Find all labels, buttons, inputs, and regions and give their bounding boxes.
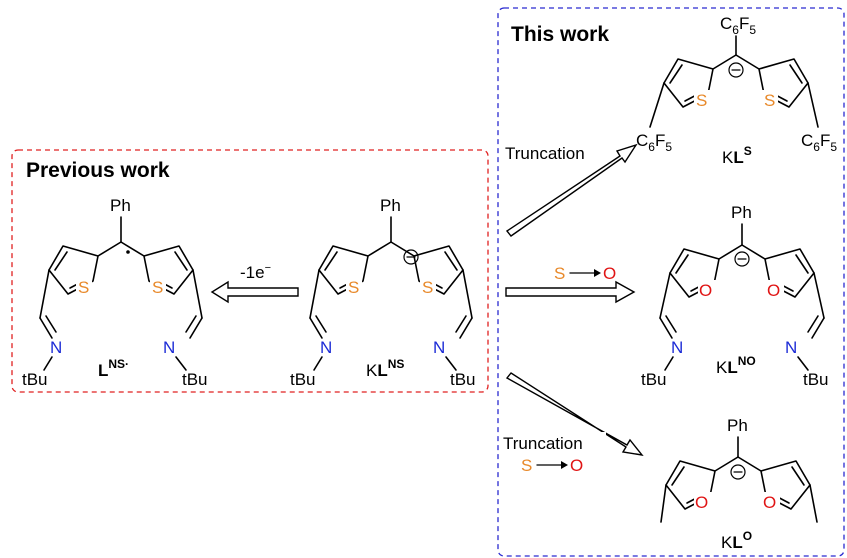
ph-label: Ph bbox=[731, 203, 752, 222]
compound-label-klno: KLNO bbox=[716, 354, 756, 377]
tbu-label: tBu bbox=[641, 370, 667, 389]
sulfur-atom: S bbox=[422, 278, 433, 297]
this-work-title: This work bbox=[511, 23, 609, 46]
s-to-o-arrow: S O bbox=[505, 264, 636, 304]
sulfur-atom: S bbox=[152, 278, 163, 297]
truncation-arrow-up: Truncation bbox=[503, 142, 638, 237]
s-to-o-from: S bbox=[554, 264, 565, 283]
truncation-label: Truncation bbox=[503, 434, 583, 453]
previous-work-frame bbox=[11, 149, 489, 393]
sulfur-atom: S bbox=[78, 278, 89, 297]
nitrogen-atom: N bbox=[50, 338, 62, 357]
sulfur-atom: S bbox=[348, 278, 359, 297]
tbu-label: tBu bbox=[290, 370, 316, 389]
radical-dot bbox=[126, 250, 130, 254]
sulfur-atom: S bbox=[764, 91, 775, 110]
s-to-o-to: O bbox=[603, 264, 616, 283]
previous-work-title: Previous work bbox=[26, 159, 170, 182]
c6f5-label: C6F5 bbox=[720, 14, 756, 37]
nitrogen-atom: N bbox=[785, 338, 797, 357]
tbu-label: tBu bbox=[22, 370, 48, 389]
nitrogen-atom: N bbox=[163, 338, 175, 357]
oxygen-atom: O bbox=[767, 281, 780, 300]
ph-label: Ph bbox=[727, 416, 748, 435]
oxygen-atom: O bbox=[763, 493, 776, 512]
oxygen-atom: O bbox=[695, 493, 708, 512]
oxygen-atom: O bbox=[699, 281, 712, 300]
sulfur-atom: S bbox=[696, 91, 707, 110]
ph-label: Ph bbox=[380, 196, 401, 215]
c6f5-label: C6F5 bbox=[801, 131, 837, 154]
molecule-klno: Ph O O N tBu N tBu KLNO bbox=[641, 203, 829, 389]
compound-label-kls: KLS bbox=[722, 144, 752, 167]
molecule-klns: Ph S S N tBu N tBu KLNS bbox=[290, 196, 476, 389]
tbu-label: tBu bbox=[182, 370, 208, 389]
nitrogen-atom: N bbox=[433, 338, 445, 357]
this-work-frame bbox=[497, 7, 845, 557]
tbu-label: tBu bbox=[803, 370, 829, 389]
ph-label: Ph bbox=[110, 196, 131, 215]
c6f5-label: C6F5 bbox=[636, 131, 672, 154]
oxidation-arrow: -1e− bbox=[210, 262, 299, 304]
tbu-label: tBu bbox=[450, 370, 476, 389]
truncation-s-to-o-arrow: Truncation S O bbox=[502, 372, 644, 476]
s-to-o-to: O bbox=[570, 456, 583, 475]
s-to-o-from: S bbox=[521, 456, 532, 475]
nitrogen-atom: N bbox=[671, 338, 683, 357]
compound-label-klns: KLNS bbox=[366, 357, 404, 380]
molecule-kls: C6F5 S S C6F5 C6F5 KLS bbox=[636, 14, 837, 167]
molecule-klo: Ph O O KLO bbox=[660, 416, 818, 552]
oxidation-label: -1e− bbox=[240, 262, 271, 282]
nitrogen-atom: N bbox=[320, 338, 332, 357]
compound-label-lns-radical: LNS· bbox=[98, 357, 129, 380]
molecule-lns-radical: Ph S S N tBu N tBu LNS· bbox=[22, 196, 208, 389]
truncation-label: Truncation bbox=[505, 144, 585, 163]
compound-label-klo: KLO bbox=[721, 529, 752, 552]
